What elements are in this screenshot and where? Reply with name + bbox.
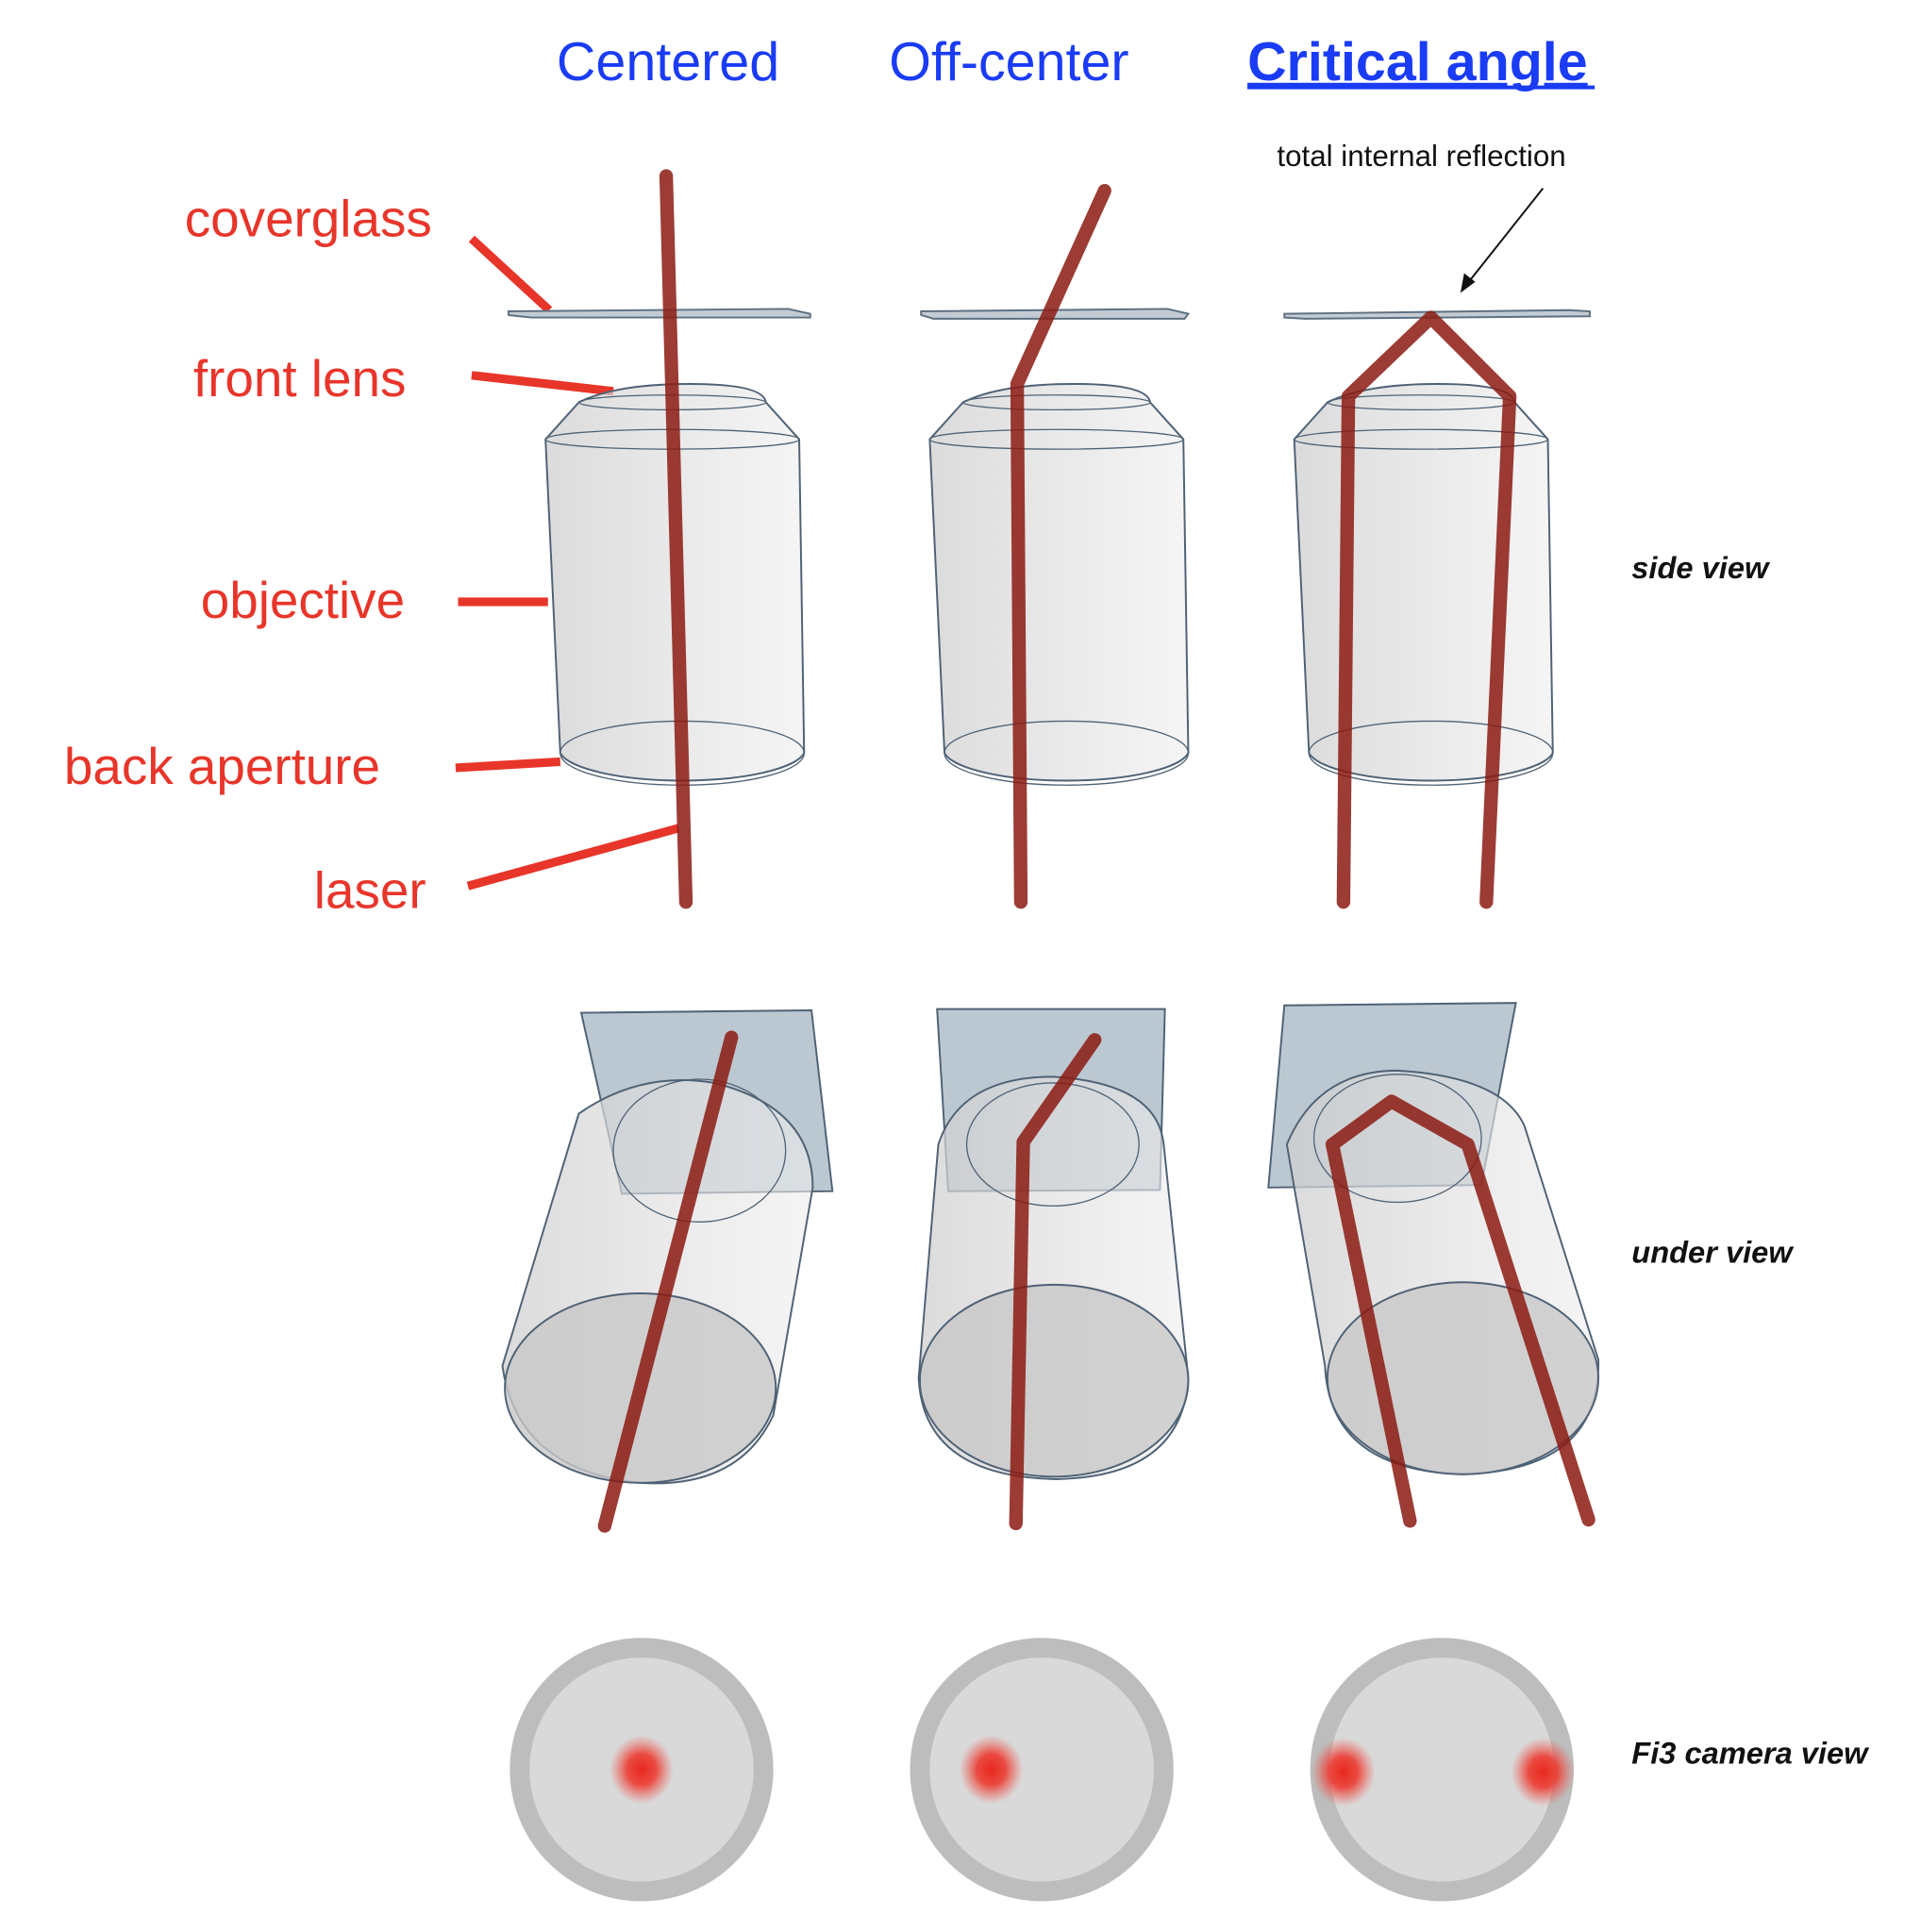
- laser-beam: [597, 1030, 1595, 1533]
- camera-view-off-center: [910, 1638, 1174, 1902]
- label-front-lens: front lens: [193, 349, 406, 408]
- label-side-view: side view: [1631, 550, 1771, 585]
- laser-spot: [1511, 1737, 1576, 1807]
- label-back-aperture: back aperture: [64, 737, 380, 795]
- under-view-centered: [501, 1008, 834, 1485]
- laser-spot: [1311, 1737, 1376, 1807]
- label-under-view: under view: [1631, 1234, 1795, 1269]
- annotation-arrow-line: [1466, 187, 1545, 284]
- arrow-head-icon: [1460, 273, 1476, 293]
- annotation-total-internal-reflection: total internal reflection: [1277, 140, 1565, 173]
- camera-view-critical-angle: [1310, 1638, 1576, 1902]
- under-view-off-center: [917, 1008, 1190, 1480]
- label-coverglass: coverglass: [185, 189, 432, 247]
- camera-view-centered: [509, 1638, 774, 1902]
- column-title-centered: Centered: [557, 32, 779, 92]
- column-title-critical-angle: Critical angle: [1247, 32, 1588, 92]
- laser-beam: [659, 169, 1517, 909]
- laser-spot: [610, 1735, 674, 1805]
- objective-side-view: [928, 383, 1190, 787]
- label-objective: objective: [201, 571, 405, 629]
- label-camera-view: Fi3 camera view: [1631, 1735, 1870, 1770]
- label-leader-lines: [455, 235, 680, 891]
- column-title-off-center: Off-center: [889, 32, 1128, 92]
- label-laser: laser: [314, 861, 426, 920]
- laser-spot: [959, 1735, 1024, 1805]
